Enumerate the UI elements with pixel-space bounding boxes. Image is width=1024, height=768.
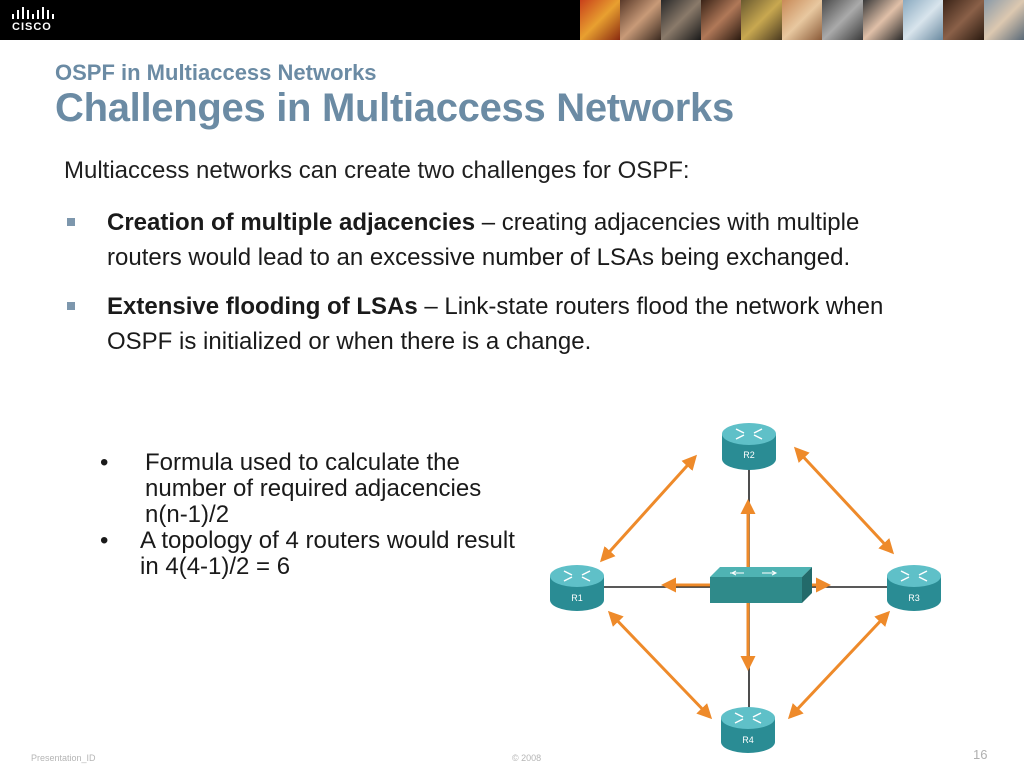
photo-7 [822,0,863,40]
bullet-text: – creating adjacencies with multiple rou… [107,209,860,271]
switch-icon [710,567,812,603]
example-text: A topology of 4 routers would result in … [140,527,515,580]
router-r4: R4 [721,707,775,753]
arrow-r1-r4 [607,610,713,720]
formula-bullet: • Formula used to calculate the number o… [100,450,520,528]
bullet-heading: Creation of multiple adjacencies [107,209,476,236]
bullet-multiple-adjacencies: Creation of multiple adjacencies – creat… [64,205,924,275]
header-photo-strip [580,0,1024,40]
example-bullet: • A topology of 4 routers would result i… [100,528,520,580]
formula-text: Formula used to calculate the number of … [145,449,482,528]
slide-title: Challenges in Multiaccess Networks [55,86,734,130]
photo-11 [983,0,1024,40]
photo-1 [580,0,621,40]
square-bullet-icon [67,218,75,226]
bullet-heading: Extensive flooding of LSAs [107,293,418,320]
photo-2 [620,0,661,40]
photo-6 [781,0,823,40]
arrow-r2-r1 [599,454,698,563]
arrow-r2-r3 [793,446,895,555]
router-label: R2 [743,450,755,460]
photo-8 [862,0,903,40]
photo-4 [701,0,742,40]
photo-10 [943,0,984,40]
intro-text: Multiaccess networks can create two chal… [64,157,690,184]
photo-3 [660,0,702,40]
main-bullet-list: Creation of multiple adjacencies – creat… [64,205,924,373]
presentation-id: Presentation_ID [31,753,96,763]
slide-subtitle: OSPF in Multiaccess Networks [55,60,377,85]
formula-bullet-list: • Formula used to calculate the number o… [100,450,520,580]
photo-5 [741,0,782,40]
copyright: © 2008 [512,753,542,763]
ospf-topology-diagram: R2 R1 R3 R4 [550,423,941,753]
router-r1: R1 [550,565,604,611]
round-bullet-icon: • [100,527,109,554]
square-bullet-icon [67,302,75,310]
page-number: 16 [973,747,988,762]
logo-text: CISCO [12,21,52,33]
router-r3: R3 [887,565,941,611]
arrow-r3-r4 [787,610,891,720]
bullet-lsa-flooding: Extensive flooding of LSAs – Link-state … [64,289,924,359]
router-label: R3 [908,593,920,603]
round-bullet-icon: • [100,449,109,476]
router-r2: R2 [722,423,776,470]
router-label: R4 [742,735,754,745]
bullet-text: – Link-state routers flood the network w… [107,293,884,355]
header-banner: CISCO [0,0,1024,40]
cisco-logo-icon [12,7,54,19]
router-label: R1 [571,593,583,603]
photo-9 [902,0,944,40]
